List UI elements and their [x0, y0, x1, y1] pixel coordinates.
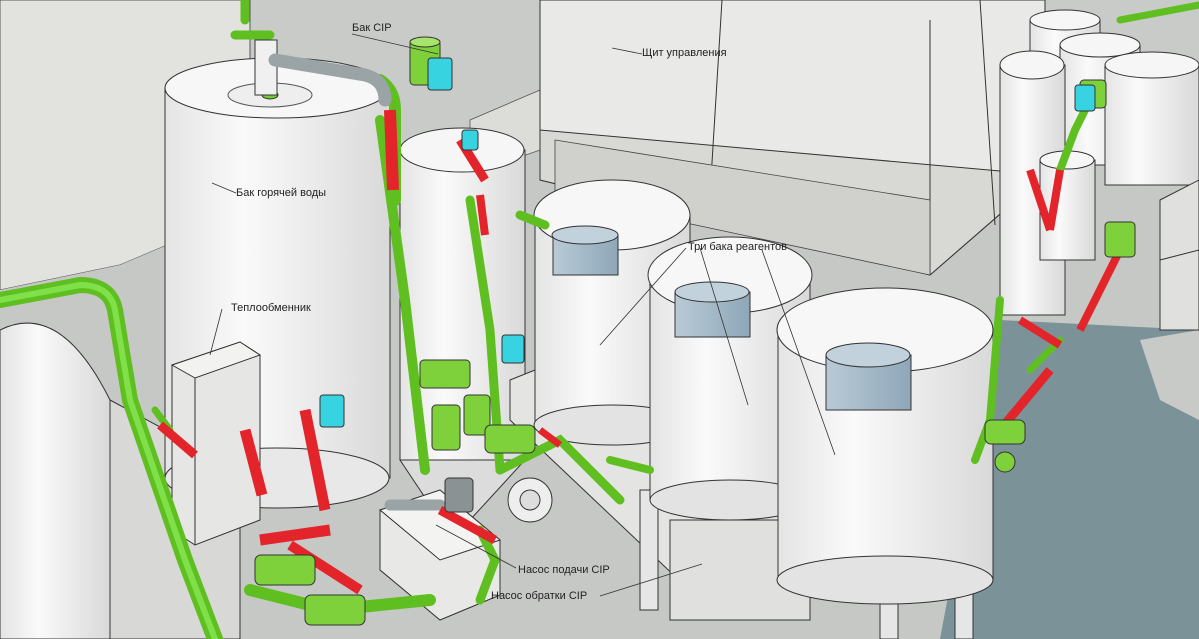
label-teploobmennik: Теплообменник — [231, 302, 311, 314]
label-nasos-podachi-cip: Насос подачи CIP — [518, 564, 610, 576]
heat-exchanger — [170, 341, 262, 546]
reagent-tank-3 — [776, 287, 994, 605]
grey-pipes — [268, 53, 446, 511]
label-nasos-obratki-cip: Насос обратки CIP — [491, 590, 588, 602]
label-tri-baka-reagentov: Три бака реагентов — [688, 241, 788, 253]
background-tanks-right — [999, 9, 1199, 331]
leader-lines — [209, 33, 836, 597]
valves — [319, 57, 1096, 428]
label-bak-cip: Бак CIP — [352, 22, 392, 34]
cip-tank — [399, 127, 527, 521]
red-pipes — [157, 109, 1124, 595]
label-bak-goryachey-vody: Бак горячей воды — [236, 187, 327, 199]
label-shchit-upravleniya: Щит управления — [642, 47, 727, 59]
